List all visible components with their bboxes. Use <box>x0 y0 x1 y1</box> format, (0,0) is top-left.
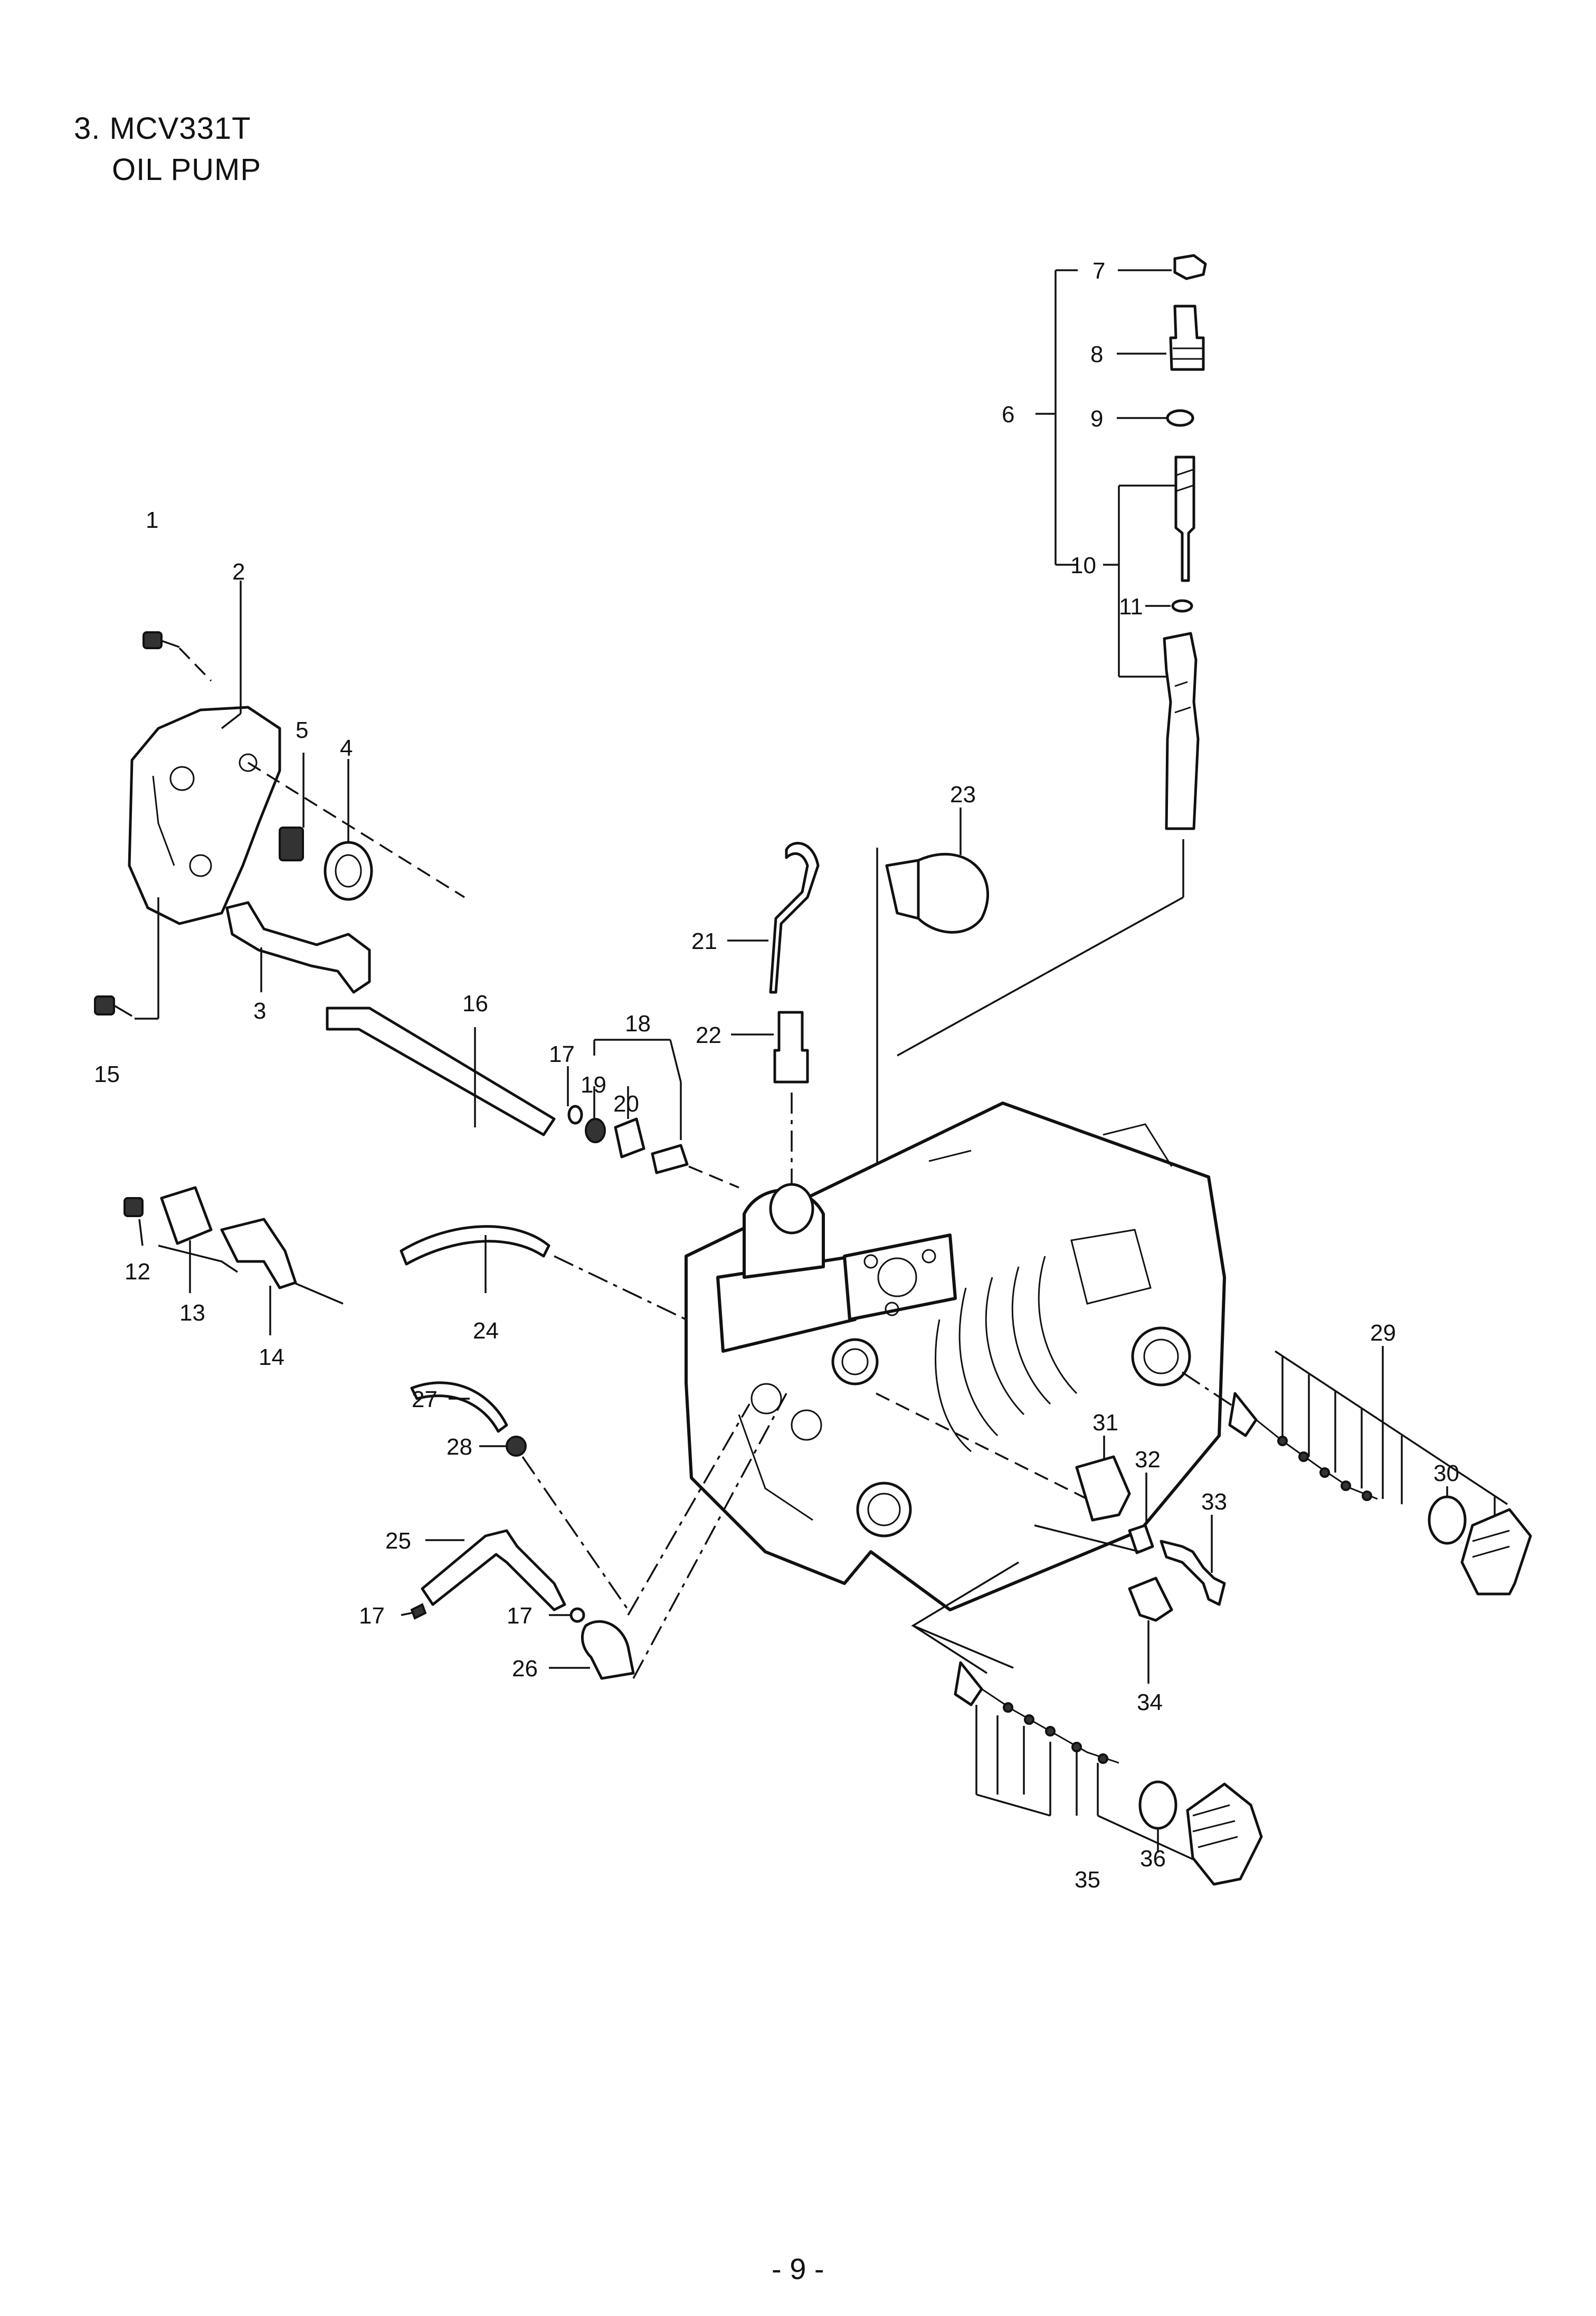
part-20-sleeve <box>614 1117 645 1159</box>
part-10-plunger <box>1174 455 1195 582</box>
bottom-plug-group <box>911 1561 1263 1886</box>
part-16-hose <box>326 1007 556 1136</box>
bracket-group <box>124 1186 344 1335</box>
callout-6: 6 <box>1002 402 1014 428</box>
callout-24: 24 <box>473 1318 499 1344</box>
callout-35: 35 <box>1075 1867 1100 1893</box>
callout-labels: 1 2 3 4 5 6 7 8 9 10 11 12 13 14 15 16 1… <box>94 258 1459 1893</box>
part-31-plug <box>1075 1455 1131 1522</box>
page-title-model: 3. MCV331T <box>74 111 251 146</box>
callout-12: 12 <box>125 1259 150 1285</box>
callout-17-left: 17 <box>359 1603 385 1629</box>
part-4-seal <box>324 841 373 901</box>
callout-34: 34 <box>1137 1689 1163 1715</box>
part-36-o-ring <box>1138 1780 1177 1830</box>
callout-2: 2 <box>232 559 245 585</box>
callout-32: 32 <box>1135 1447 1161 1473</box>
right-plug-group <box>1182 1346 1532 1596</box>
part-18-valve <box>651 1144 689 1174</box>
callout-19: 19 <box>581 1072 606 1098</box>
part-28-fitting <box>506 1436 527 1457</box>
part-23-filter-cap <box>917 853 989 934</box>
part-21-spring <box>769 842 820 994</box>
callout-7: 7 <box>1092 258 1105 284</box>
callout-36: 36 <box>1140 1846 1166 1872</box>
callout-18: 18 <box>625 1011 651 1037</box>
part-15-screw <box>94 897 159 1020</box>
part-26-filter <box>581 1620 635 1680</box>
callout-28: 28 <box>446 1434 472 1460</box>
part-17-o-ring <box>567 1105 583 1125</box>
callout-23: 23 <box>950 782 976 808</box>
callout-21: 21 <box>691 928 717 954</box>
callout-20: 20 <box>613 1091 639 1117</box>
pump-cover-group <box>94 581 465 1020</box>
part-12-screw <box>124 1197 144 1217</box>
part-9-o-ring <box>1166 409 1194 427</box>
part-24-tube <box>400 1225 550 1266</box>
part-17-o-ring-c <box>569 1607 585 1623</box>
part-3-pipe <box>225 901 371 994</box>
adjuster-assembly-group <box>897 254 1207 1057</box>
oil-line-group <box>401 1381 787 1680</box>
part-19-washer <box>585 1118 606 1143</box>
part-8-bolt <box>1169 305 1205 371</box>
part-32-spring <box>1128 1524 1154 1554</box>
callout-31: 31 <box>1092 1410 1118 1436</box>
oil-hose-group <box>326 1007 739 1189</box>
part-33-pin <box>1160 1540 1226 1606</box>
callout-29: 29 <box>1370 1320 1396 1346</box>
callout-33: 33 <box>1201 1489 1227 1515</box>
bottom-oil-cap <box>1186 1782 1263 1886</box>
callout-1: 1 <box>146 507 158 533</box>
part-34-plug <box>1128 1577 1173 1622</box>
callout-14: 14 <box>259 1344 284 1370</box>
callout-13: 13 <box>179 1300 205 1326</box>
part-1-screw <box>142 631 180 649</box>
part-22-fitting <box>773 1011 809 1084</box>
callout-25: 25 <box>385 1528 411 1554</box>
callout-27: 27 <box>412 1387 438 1412</box>
callout-26: 26 <box>512 1656 538 1682</box>
pump-shaft <box>1163 632 1200 830</box>
callout-11: 11 <box>1119 594 1143 620</box>
callout-17: 17 <box>549 1041 575 1067</box>
part-30-o-ring <box>1428 1495 1467 1545</box>
part-27-tube <box>410 1381 508 1433</box>
callout-17-right: 17 <box>507 1603 533 1629</box>
callout-10: 10 <box>1070 553 1096 578</box>
part-2-cover <box>128 706 281 925</box>
part-13-sleeve <box>160 1186 213 1245</box>
callout-22: 22 <box>696 1022 721 1048</box>
part-14-bracket <box>220 1218 297 1289</box>
part-5 <box>279 827 304 861</box>
front-fittings-group <box>876 1392 1226 1684</box>
page-title-section: OIL PUMP <box>112 153 262 187</box>
part-7-nut <box>1173 254 1207 280</box>
right-oil-cap <box>1460 1508 1532 1596</box>
callout-30: 30 <box>1433 1460 1459 1486</box>
part-11-o-ring <box>1171 599 1193 613</box>
callout-9: 9 <box>1090 406 1103 432</box>
part-17-o-ring-b <box>410 1603 427 1620</box>
callout-4: 4 <box>340 735 353 761</box>
callout-15: 15 <box>94 1061 120 1087</box>
callout-5: 5 <box>296 717 308 743</box>
part-25-pipe <box>421 1529 566 1611</box>
callout-8: 8 <box>1090 341 1103 367</box>
callout-16: 16 <box>462 991 488 1017</box>
page-number: - 9 - <box>772 2252 824 2285</box>
callout-3: 3 <box>253 998 266 1024</box>
